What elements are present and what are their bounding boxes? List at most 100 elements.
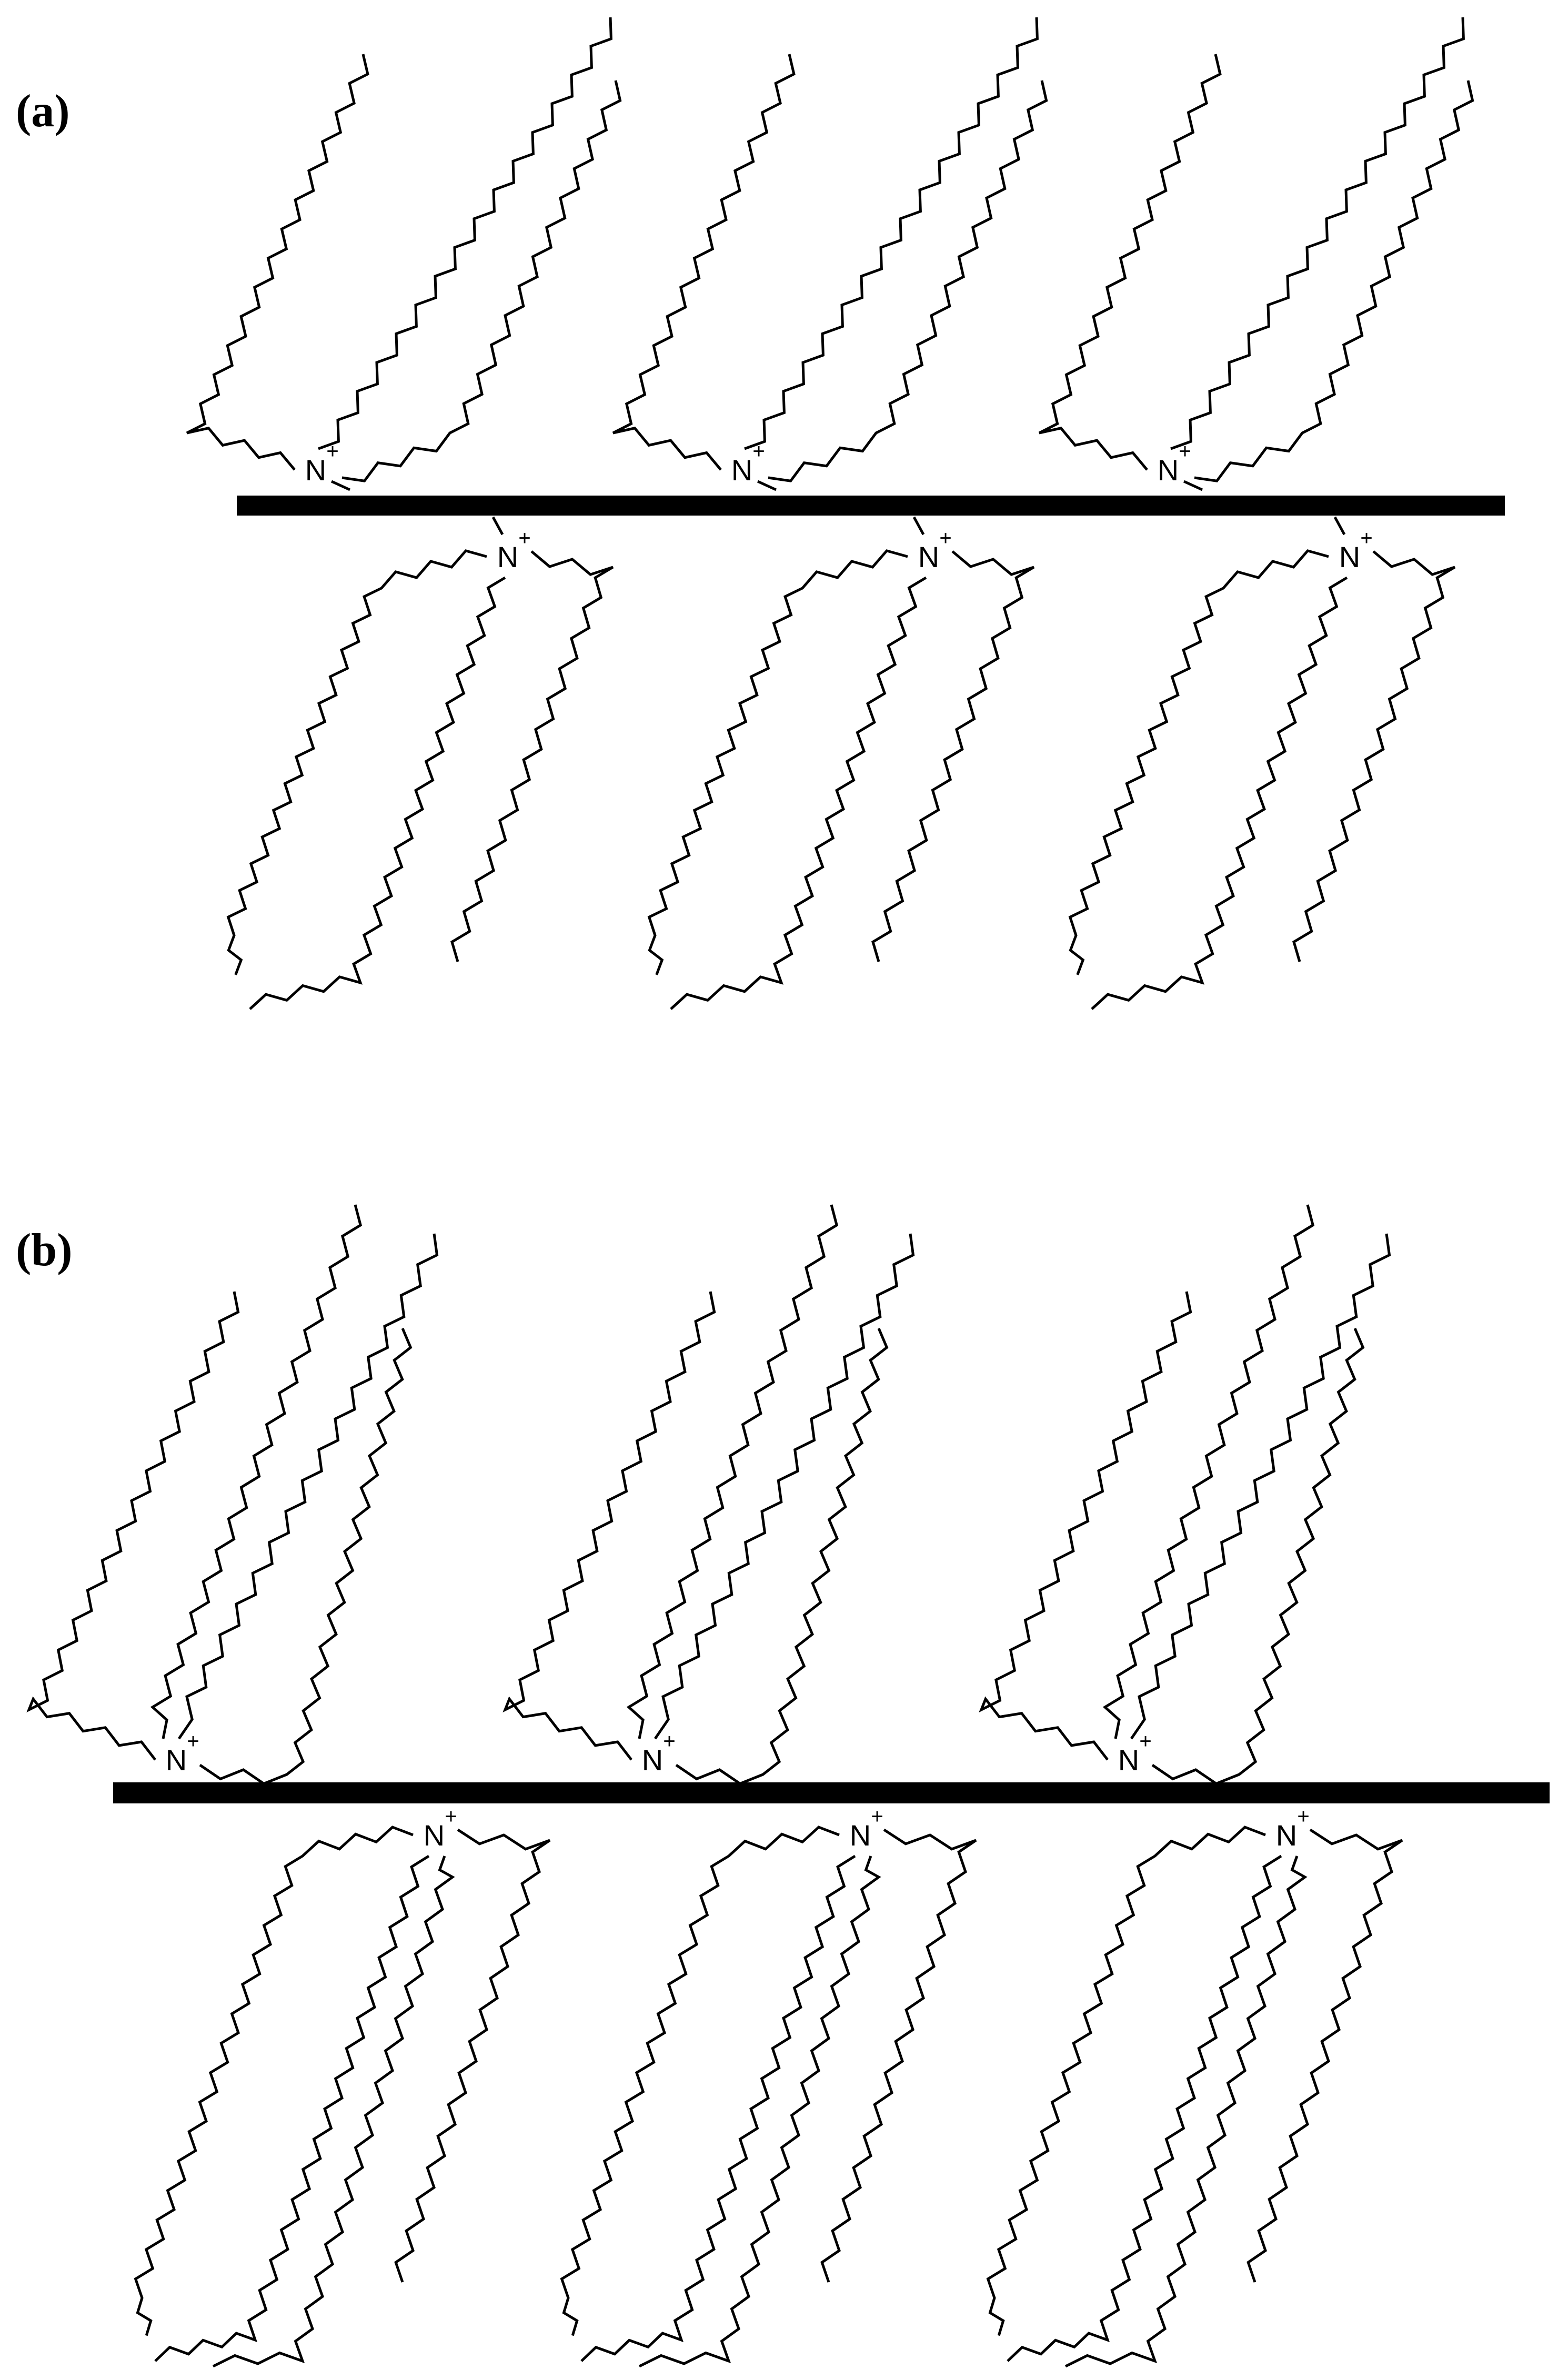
nitrogen-atom-label: N — [166, 1743, 187, 1777]
panel-a-surface-layer — [237, 496, 1505, 516]
ammonium-head-group: N+ — [1276, 1805, 1310, 1852]
panel-a-upper-molecule: N+ — [186, 17, 622, 491]
positive-charge-label: + — [1360, 527, 1372, 550]
positive-charge-label: + — [326, 440, 338, 463]
alkyl-chain — [1068, 549, 1329, 975]
positive-charge-label: + — [939, 527, 951, 550]
alkyl-chain — [502, 1291, 716, 1761]
alkyl-chain — [1151, 1328, 1365, 1786]
panel-a-upper-molecule: N+ — [612, 17, 1048, 491]
alkyl-chain — [626, 1204, 839, 1739]
ammonium-head-group: N+ — [1118, 1730, 1152, 1777]
positive-charge-label: + — [752, 440, 765, 463]
alkyl-chain — [647, 549, 908, 975]
ammonium-head-group: N+ — [1158, 440, 1191, 487]
panel-b-upper-molecule: N+ — [502, 1204, 915, 1786]
positive-charge-label: + — [1297, 1805, 1309, 1828]
panel-a-lower-molecule: N+ — [647, 516, 1035, 1010]
ammonium-head-group: N+ — [305, 440, 339, 487]
panel-b: (b) N+N+N+ N+N+N+ — [16, 1204, 1550, 2368]
panel-a-label: (a) — [16, 86, 70, 137]
methyl-group — [757, 480, 777, 491]
nitrogen-atom-label: N — [850, 1819, 871, 1852]
positive-charge-label: + — [187, 1730, 199, 1753]
methyl-group — [330, 480, 351, 491]
ammonium-head-group: N+ — [424, 1805, 457, 1852]
alkyl-chain — [1064, 1855, 1308, 2368]
alkyl-chain — [249, 576, 506, 1010]
alkyl-chain — [670, 576, 927, 1010]
alkyl-chain — [1292, 550, 1456, 962]
methyl-group — [1333, 516, 1346, 536]
panel-b-upper-molecule: N+ — [26, 1204, 439, 1786]
alkyl-chain — [318, 17, 612, 450]
alkyl-chain — [768, 80, 1048, 482]
nitrogen-atom-label: N — [1118, 1743, 1139, 1777]
nitrogen-atom-label: N — [1276, 1819, 1297, 1852]
panel-b-lower-molecule: N+ — [986, 1805, 1403, 2368]
alkyl-chain — [134, 1826, 414, 2336]
methyl-group — [1183, 480, 1203, 491]
nitrogen-atom-label: N — [497, 540, 518, 573]
nitrogen-atom-label: N — [731, 453, 752, 487]
alkyl-chain — [1247, 1828, 1403, 2283]
ammonium-head-group: N+ — [497, 527, 531, 573]
panel-a-upper-molecules: N+N+N+ — [186, 17, 1474, 491]
panel-b-upper-molecules: N+N+N+ — [26, 1204, 1391, 1786]
alkyl-chain — [1194, 80, 1474, 482]
panel-b-surface-layer — [113, 1782, 1550, 1803]
alkyl-chain — [1102, 1204, 1315, 1739]
nitrogen-atom-label: N — [1339, 540, 1360, 573]
panel-b-lower-molecule: N+ — [560, 1805, 977, 2368]
ammonium-head-group: N+ — [1339, 527, 1373, 573]
panel-a-lower-molecule: N+ — [226, 516, 614, 1010]
panel-a-lower-molecules: N+N+N+ — [226, 516, 1456, 1010]
alkyl-chain — [979, 1291, 1192, 1761]
panel-a-lower-molecule: N+ — [1068, 516, 1456, 1010]
positive-charge-label: + — [663, 1730, 675, 1753]
alkyl-chain — [150, 1204, 363, 1739]
alkyl-chain — [212, 1855, 455, 2368]
nitrogen-atom-label: N — [305, 453, 326, 487]
positive-charge-label: + — [1179, 440, 1191, 463]
panel-b-lower-molecules: N+N+N+ — [134, 1805, 1403, 2368]
alkyl-chain — [450, 550, 614, 962]
alkyl-chain — [26, 1291, 240, 1761]
nitrogen-atom-label: N — [424, 1819, 445, 1852]
alkyl-chain — [654, 1233, 915, 1740]
positive-charge-label: + — [871, 1805, 883, 1828]
alkyl-chain — [560, 1826, 840, 2336]
nitrogen-atom-label: N — [1158, 453, 1179, 487]
nitrogen-atom-label: N — [642, 1743, 663, 1777]
alkyl-chain — [177, 1233, 439, 1740]
alkyl-chain — [1038, 54, 1222, 471]
ammonium-head-group: N+ — [918, 527, 952, 573]
panel-a: (a) N+N+N+ N+N+N+ — [16, 17, 1505, 1010]
positive-charge-label: + — [1139, 1730, 1151, 1753]
alkyl-chain — [986, 1826, 1266, 2336]
alkyl-chain — [1091, 576, 1348, 1010]
alkyl-chain — [580, 1854, 856, 2362]
methyl-group — [491, 516, 504, 536]
alkyl-chain — [394, 1828, 551, 2283]
alkyl-chain — [612, 54, 796, 471]
alkyl-chain — [1170, 17, 1465, 450]
alkyl-chain — [186, 54, 369, 471]
panel-b-upper-molecule: N+ — [979, 1204, 1391, 1786]
positive-charge-label: + — [445, 1805, 457, 1828]
alkyl-chain — [154, 1854, 430, 2362]
alkyl-chain — [226, 549, 487, 975]
ammonium-head-group: N+ — [731, 440, 765, 487]
panel-b-label: (b) — [16, 1225, 73, 1276]
ammonium-head-group: N+ — [850, 1805, 883, 1852]
alkyl-chain — [744, 17, 1039, 450]
methyl-group — [912, 516, 925, 536]
panel-a-upper-molecule: N+ — [1038, 17, 1474, 491]
alkyl-chain — [675, 1328, 889, 1786]
alkyl-chain — [199, 1328, 413, 1786]
alkyl-chain — [820, 1828, 977, 2283]
alkyl-chain — [1130, 1233, 1391, 1740]
positive-charge-label: + — [518, 527, 530, 550]
alkyl-chain — [871, 550, 1035, 962]
